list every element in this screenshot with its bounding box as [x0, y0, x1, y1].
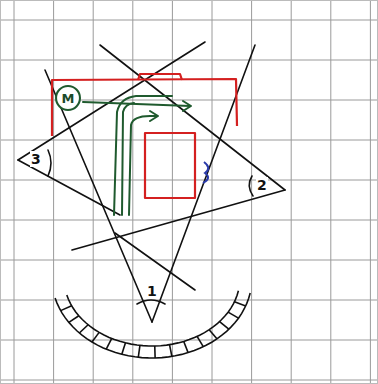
- grid-line: [172, 0, 173, 384]
- arc-tick: [61, 306, 72, 311]
- arc-tick: [170, 345, 172, 357]
- grid-line: [0, 140, 378, 141]
- grid-line: [14, 0, 15, 384]
- grid-line: [291, 0, 292, 384]
- arc-outer: [55, 293, 250, 358]
- arc-tick: [154, 346, 156, 358]
- grid-line: [212, 0, 213, 384]
- arc-tick: [184, 341, 188, 352]
- arc-tick: [92, 332, 99, 342]
- grid-line: [93, 0, 94, 384]
- arc-tick: [220, 322, 229, 330]
- grid-line: [53, 0, 54, 384]
- angle-number: 3: [30, 151, 42, 167]
- arc-tick: [79, 325, 88, 333]
- arc-tick: [197, 336, 203, 346]
- arc-tick: [209, 330, 217, 339]
- arc-tick: [138, 345, 140, 357]
- grid-line: [370, 0, 371, 384]
- grid-line: [0, 380, 378, 381]
- grid-line: [330, 0, 331, 384]
- grid-line: [0, 260, 378, 261]
- arc-tick: [228, 312, 238, 318]
- arc-tick: [106, 338, 111, 349]
- arc-tick: [69, 316, 79, 323]
- node-text: M: [55, 91, 81, 106]
- angle-number: 1: [146, 283, 158, 299]
- arc-tick: [122, 343, 126, 354]
- grid-line: [132, 0, 133, 384]
- arc-tick: [234, 302, 245, 306]
- grid-line: [0, 60, 378, 61]
- angle-number: 2: [256, 177, 268, 193]
- grid-line: [0, 20, 378, 21]
- circle-node: M: [55, 85, 81, 111]
